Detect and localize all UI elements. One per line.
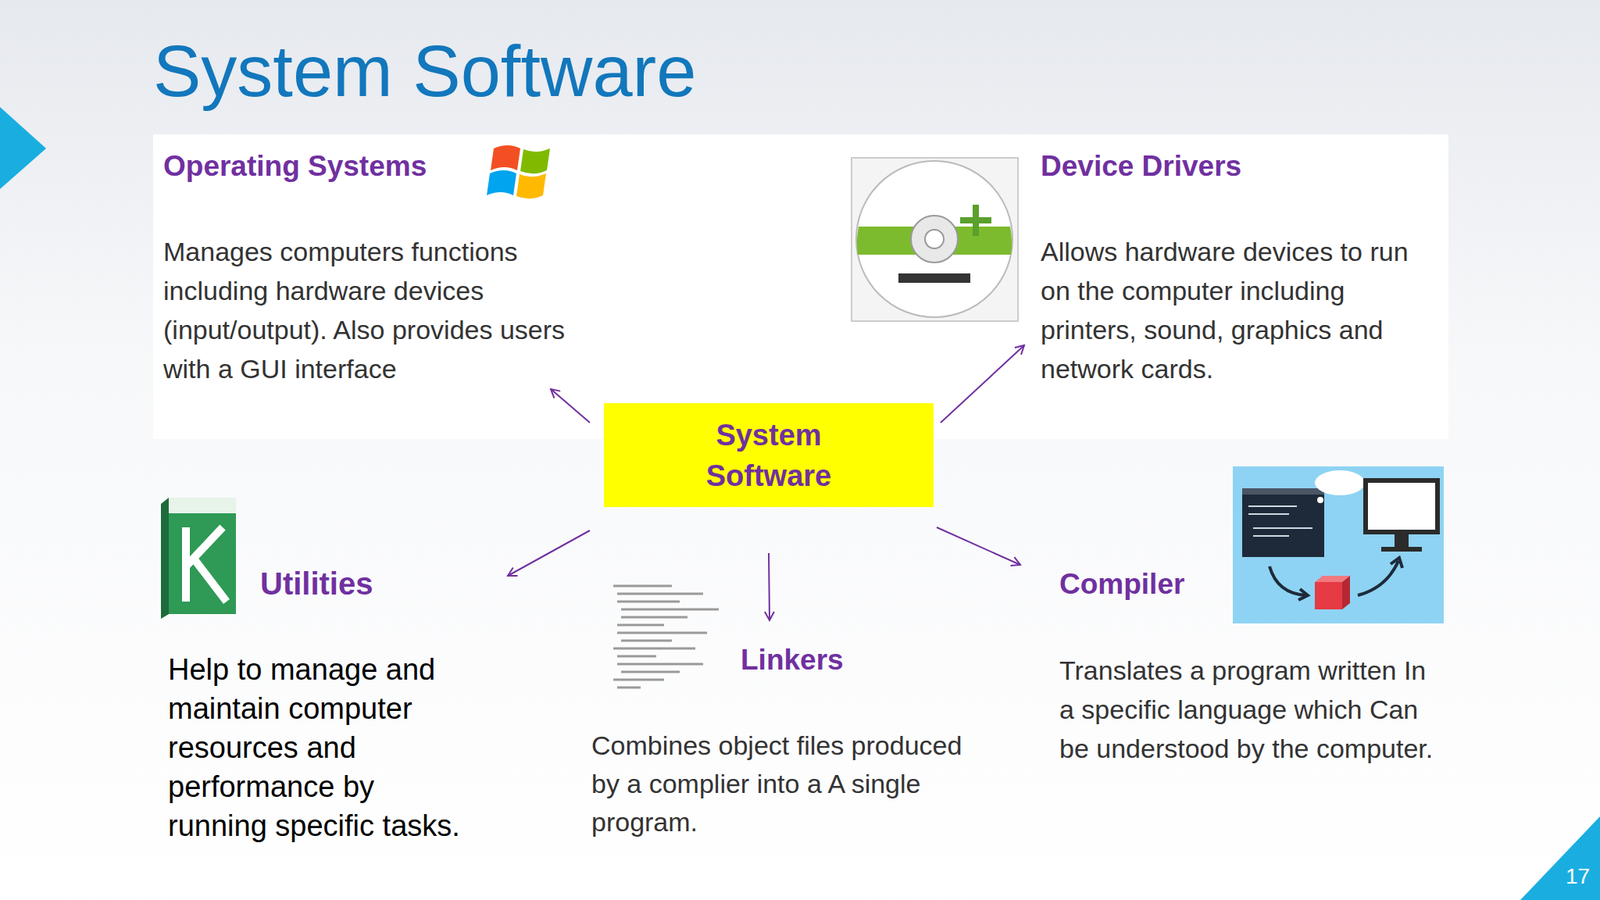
windows-logo <box>486 145 550 199</box>
page-number: 17 <box>1565 864 1590 890</box>
slide-title: System Software <box>153 29 697 113</box>
category-block: Device DriversAllows hardware devices to… <box>1040 146 1428 389</box>
category-block: UtilitiesHelp to manage and maintain com… <box>167 564 481 846</box>
arrow-connector <box>550 389 590 423</box>
category-description: Combines object files produced by a comp… <box>591 726 986 842</box>
central-box: System Software <box>603 403 934 508</box>
category-description: Translates a program written In a specif… <box>1059 650 1447 768</box>
category-heading: Linkers <box>740 640 986 680</box>
category-block: LinkersCombines object files produced by… <box>591 640 986 842</box>
category-block: Operating SystemsManages computers funct… <box>163 146 570 389</box>
category-heading: Utilities <box>260 564 481 604</box>
driver-cd <box>851 157 1018 322</box>
arrow-connector <box>768 553 770 621</box>
white-panel <box>153 134 1449 440</box>
code-listing <box>613 585 719 688</box>
utility-software-box <box>160 497 236 619</box>
category-heading: Device Drivers <box>1040 146 1428 186</box>
category-description: Manages computers functions including ha… <box>163 232 570 389</box>
compiler-illustration <box>1232 466 1444 624</box>
category-heading: Operating Systems <box>163 146 570 186</box>
arrow-connector <box>940 345 1025 423</box>
category-description: Allows hardware devices to run on the co… <box>1040 232 1428 389</box>
corner-triangle <box>1520 816 1600 900</box>
category-block: CompilerTranslates a program written In … <box>1059 564 1447 768</box>
arrow-connector <box>507 530 590 576</box>
category-heading: Compiler <box>1059 564 1447 604</box>
arrow-connector <box>936 527 1021 565</box>
box-label: System Software <box>682 414 855 497</box>
category-description: Help to manage and maintain computer res… <box>167 650 481 846</box>
accent-triangle <box>0 107 47 190</box>
